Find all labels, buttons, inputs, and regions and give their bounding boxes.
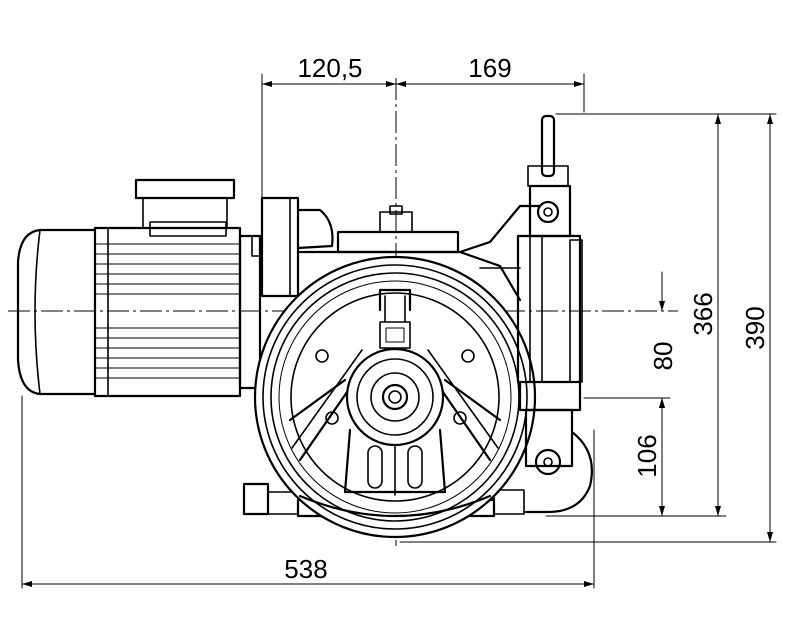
gearbox-housing bbox=[242, 196, 542, 518]
dim-left-offset: 120,5 bbox=[297, 53, 362, 83]
dim-overall-width: 538 bbox=[284, 554, 327, 584]
electric-motor bbox=[16, 178, 263, 398]
traction-sheave bbox=[253, 255, 537, 539]
dimension-lines bbox=[21, 73, 777, 589]
dimension-labels: 120,5 169 538 390 366 80 106 bbox=[284, 53, 770, 584]
dim-height-upper: 366 bbox=[688, 292, 718, 335]
dim-height-total: 390 bbox=[740, 306, 770, 349]
brake-assembly bbox=[516, 114, 593, 514]
dim-lower-height: 106 bbox=[632, 434, 662, 477]
dim-right-offset: 169 bbox=[468, 53, 511, 83]
dim-axis-height: 80 bbox=[648, 342, 678, 371]
